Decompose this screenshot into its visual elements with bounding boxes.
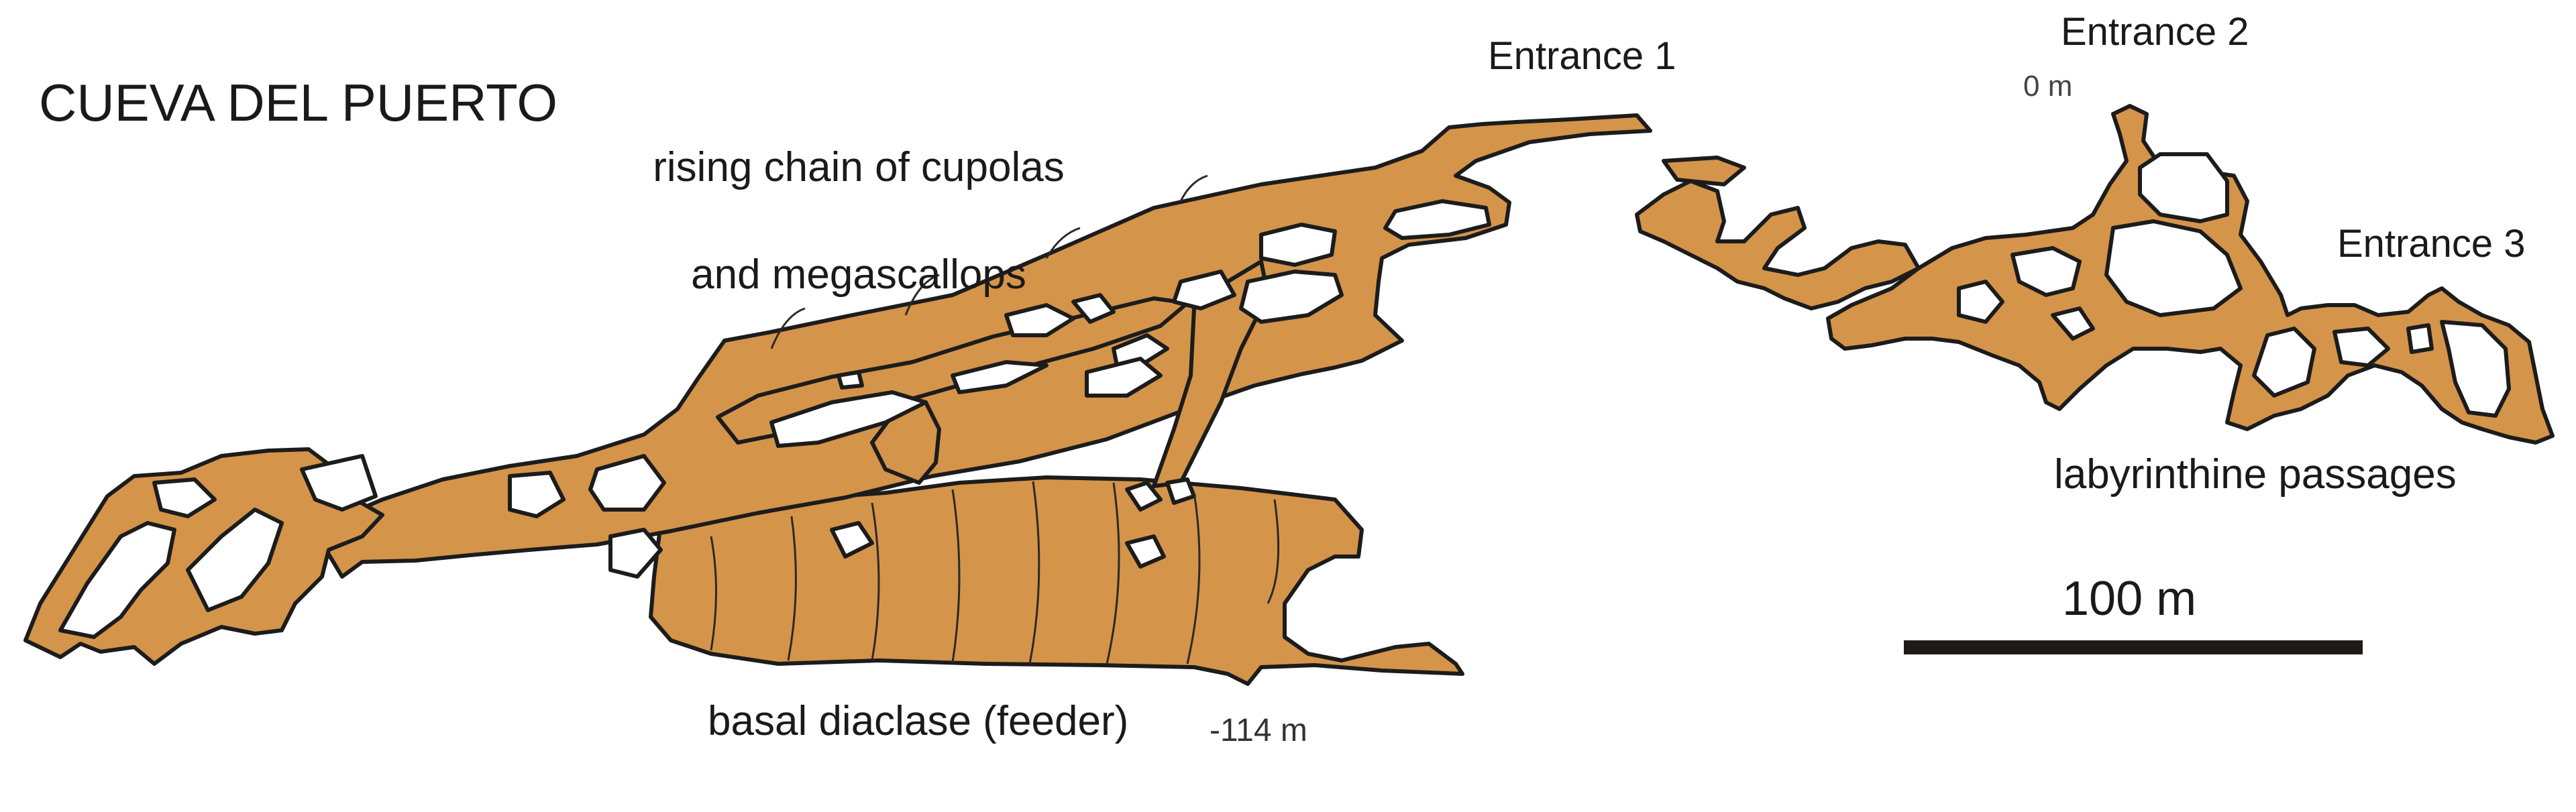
lab-void-1 <box>2138 152 2229 223</box>
middle-passage <box>1662 156 1746 186</box>
lab-void-9 <box>2051 306 2095 341</box>
scale-bar <box>1904 640 2363 654</box>
chain-void-7 <box>1112 333 1169 367</box>
cave-passages <box>23 104 2555 686</box>
depth-bottom-label: -114 m <box>1210 713 1307 748</box>
chain-void-13 <box>608 528 663 579</box>
scallop-lines <box>710 174 1280 664</box>
scale-bar-label: 100 m <box>2062 572 2197 626</box>
chain-void-9 <box>951 360 1049 394</box>
chain-void-18 <box>837 370 864 390</box>
chain-void-16 <box>1125 481 1163 512</box>
basal-diaclase-label: basal diaclase (feeder) <box>708 698 1129 744</box>
rising-chain-label: rising chain of cupolas and megascallops <box>604 87 1114 355</box>
chain-void-6 <box>1071 293 1116 324</box>
rising-chain-label-line2: and megascallops <box>691 251 1026 298</box>
chain-void-15 <box>1125 534 1166 569</box>
lab-void-7 <box>2440 320 2511 418</box>
chain-void-4 <box>1239 270 1344 324</box>
lab-void-4 <box>1957 280 2004 324</box>
chain-void-1 <box>1383 199 1491 240</box>
western-void-3 <box>152 477 217 518</box>
chain-void-10 <box>1085 357 1163 398</box>
chain-void-11 <box>588 454 666 512</box>
chain-void-17 <box>1165 477 1196 505</box>
depth-top-label: 0 m <box>2023 70 2073 103</box>
map-title: CUEVA DEL PUERTO <box>39 73 558 132</box>
chain-void-2 <box>1259 223 1337 267</box>
lab-void-2 <box>2104 219 2243 317</box>
labyrinthine-label: labyrinthine passages <box>2054 451 2457 498</box>
entrance-1-label: Entrance 1 <box>1488 34 1676 78</box>
lab-void-8 <box>2406 323 2434 354</box>
chain-void-8 <box>769 390 928 448</box>
chain-void-12 <box>508 471 566 518</box>
entrance-2-label: Entrance 2 <box>2061 10 2249 54</box>
lab-void-5 <box>2252 327 2316 398</box>
western-void-1 <box>58 521 176 639</box>
rising-chain-label-line1: rising chain of cupolas <box>653 144 1065 190</box>
chain-void-5 <box>1004 303 1075 337</box>
western-void-2 <box>186 508 284 612</box>
shaft-passage <box>1152 259 1270 488</box>
chain-void-14 <box>830 521 874 559</box>
lab-void-3 <box>2010 246 2082 297</box>
lab-void-6 <box>2332 327 2390 367</box>
chain-void-3 <box>1172 270 1236 310</box>
entrance-3-label: Entrance 3 <box>2337 222 2526 266</box>
western-loop <box>300 454 378 512</box>
middle-passage-2 <box>1635 179 1921 310</box>
